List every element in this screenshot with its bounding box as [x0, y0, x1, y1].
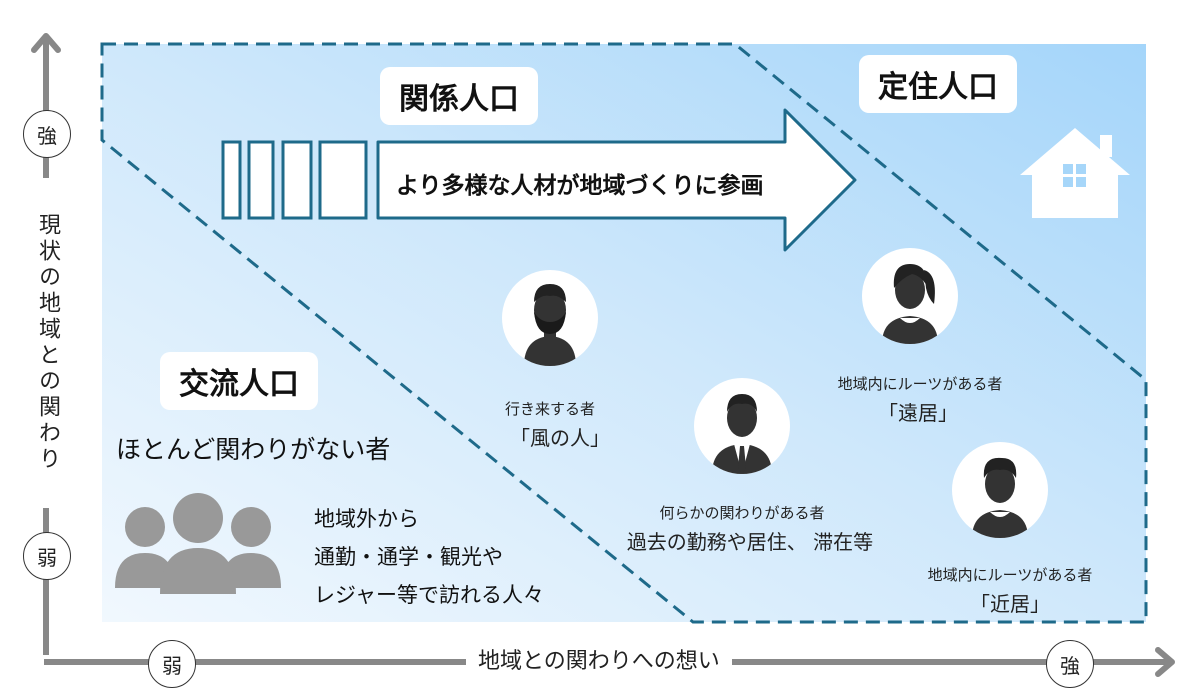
kankei-region-border	[100, 42, 1148, 624]
participation-arrow	[221, 108, 857, 252]
nanraka-description: 何らかの関わりがある者	[659, 504, 825, 522]
young-man-avatar	[952, 442, 1048, 538]
y-axis-title: 現状の地域との関わり	[32, 178, 62, 508]
x-axis-strong-label: 強	[1046, 640, 1094, 688]
kouryuu-detail: 地域外から 通勤・通学・観光や レジャー等で訪れる人々	[314, 500, 544, 614]
enkyo-description: 地域内にルーツがある者	[837, 375, 1003, 393]
woman-avatar	[862, 248, 958, 344]
kouryuu-jinkou-label: 交流人口	[160, 352, 318, 410]
kankei-jinkou-label: 関係人口	[380, 67, 538, 125]
kouryuu-detail-line: 地域外から	[314, 507, 419, 531]
y-axis-weak-label: 弱	[23, 532, 71, 580]
kouryuu-detail-line: レジャー等で訪れる人々	[314, 583, 544, 607]
bearded-man-avatar	[502, 270, 598, 366]
kinkyo-description: 地域内にルーツがある者	[927, 566, 1093, 584]
kaze-description: 行き来する者	[504, 400, 595, 418]
kinkyo-name: 「近居」	[970, 592, 1050, 616]
enkyo-name: 「遠居」	[878, 401, 958, 425]
kouryuu-detail-line: 通勤・通学・観光や	[314, 545, 503, 569]
teijuu-jinkou-label: 定住人口	[859, 55, 1017, 113]
kaze-name: 「風の人」	[510, 426, 610, 450]
group-people-icon	[115, 493, 281, 594]
x-axis-weak-label: 弱	[148, 640, 196, 688]
house-icon	[1020, 128, 1130, 218]
nanraka-detail: 過去の勤務や居住、 滞在等	[626, 530, 874, 554]
y-axis-strong-label: 強	[23, 110, 71, 158]
arrow-caption: より多様な人材が地域づくりに参画	[396, 173, 764, 199]
businessman-avatar	[694, 378, 790, 474]
x-axis-title: 地域との関わりへの想い	[466, 648, 732, 676]
kouryuu-description: ほとんど関わりがない者	[116, 435, 391, 464]
